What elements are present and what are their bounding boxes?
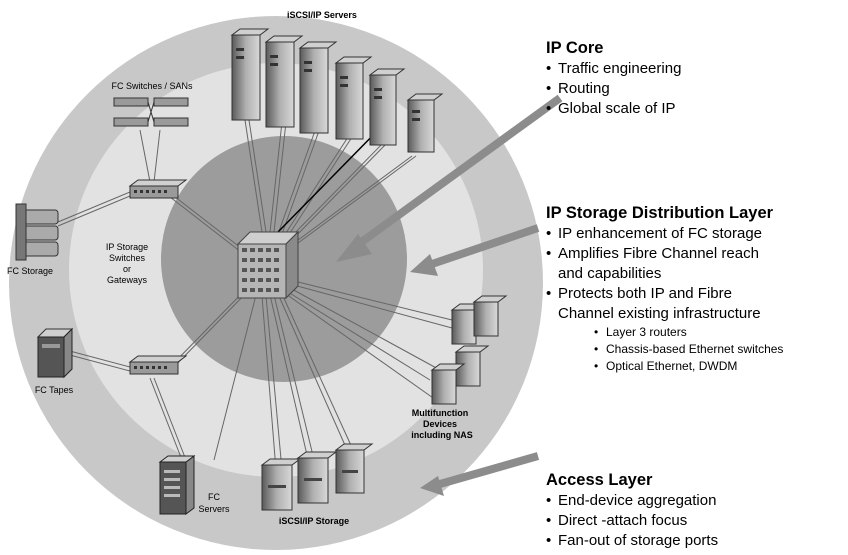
fc-switches-label: FC Switches / SANs: [111, 81, 193, 91]
server-icon: [368, 68, 406, 146]
ip-storage-switch-lower-icon: [128, 355, 188, 375]
distribution-title: IP Storage Distribution Layer: [546, 204, 774, 222]
distribution-arrow: [410, 224, 540, 276]
list-item: Traffic engineering: [546, 59, 836, 79]
server-icon: [406, 93, 444, 153]
ip-switches-label-line4: Gateways: [107, 275, 148, 285]
fc-servers-icon: [158, 455, 196, 515]
list-item: Routing: [546, 79, 836, 99]
access-layer-title: Access Layer: [546, 471, 653, 489]
list-item: Direct -attach focus: [546, 511, 836, 531]
fc-tapes-label: FC Tapes: [35, 385, 74, 395]
list-item: Amplifies Fibre Channel reach: [546, 244, 846, 264]
access-layer-panel: Access Layer End-device aggregation Dire…: [546, 470, 836, 551]
ip-core-arrow: [336, 94, 563, 262]
highlight-link: [277, 121, 387, 233]
list-item: Global scale of IP: [546, 99, 836, 119]
list-item-continuation: Channel existing infrastructure: [558, 305, 761, 322]
fc-storage-label: FC Storage: [7, 266, 53, 276]
distribution-panel: IP Storage Distribution Layer IP enhance…: [546, 203, 846, 375]
list-item: Protects both IP and Fibre: [546, 284, 846, 304]
ip-core-title: IP Core: [546, 39, 604, 57]
multifunction-label-line2: Devices: [423, 419, 457, 429]
iscsi-servers-group: [230, 28, 444, 153]
core-switch-icon: [236, 230, 300, 300]
access-arrow: [420, 452, 540, 496]
server-icon: [230, 28, 270, 121]
fc-storage-icon: [15, 203, 59, 261]
sub-list-item: Chassis-based Ethernet switches: [594, 341, 846, 358]
multifunction-label-line3: including NAS: [411, 430, 473, 440]
ip-core-panel: IP Core Traffic engineering Routing Glob…: [546, 38, 836, 119]
sub-list-item: Optical Ethernet, DWDM: [594, 358, 846, 375]
fc-servers-label-line2: Servers: [198, 504, 230, 514]
sub-list-item: Layer 3 routers: [594, 324, 846, 341]
distribution-list: IP enhancement of FC storage Amplifies F…: [546, 224, 846, 375]
iscsi-storage-label: iSCSI/IP Storage: [279, 516, 349, 526]
list-item: Fan-out of storage ports: [546, 531, 836, 551]
ip-switches-label-line1: IP Storage: [106, 242, 148, 252]
multifunction-label-line1: Multifunction: [412, 408, 468, 418]
fc-tapes-icon: [36, 327, 74, 379]
list-item-continuation: and capabilities: [558, 265, 662, 282]
fc-switches-san-icon: [113, 97, 189, 127]
ip-switches-label-line3: or: [123, 264, 131, 274]
ip-core-list: Traffic engineering Routing Global scale…: [546, 59, 836, 119]
server-icon: [298, 41, 338, 134]
ip-switches-label-line2: Switches: [109, 253, 146, 263]
list-item: IP enhancement of FC storage: [546, 224, 846, 244]
server-icon: [264, 35, 304, 128]
fc-servers-label-line1: FC: [208, 492, 220, 502]
ip-storage-switch-upper-icon: [128, 179, 188, 199]
access-layer-list: End-device aggregation Direct -attach fo…: [546, 491, 836, 551]
iscsi-servers-label: iSCSI/IP Servers: [287, 10, 357, 20]
iscsi-storage-icon: [260, 443, 374, 511]
multifunction-devices-icon: [430, 295, 508, 405]
connection-lines: [57, 119, 453, 471]
list-item: End-device aggregation: [546, 491, 836, 511]
server-icon: [334, 56, 373, 140]
